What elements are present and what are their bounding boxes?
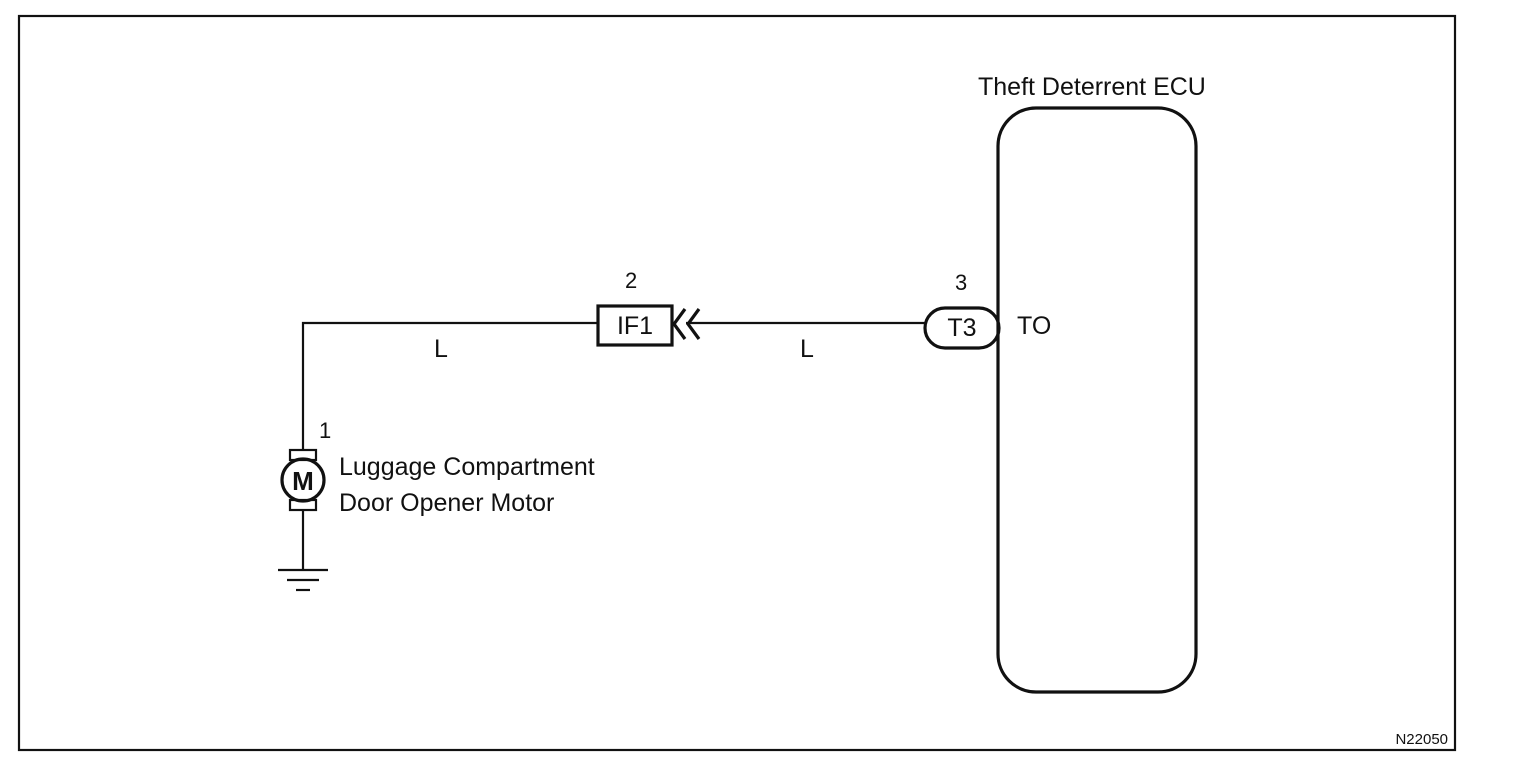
junction-connector — [596, 304, 674, 347]
ecu-connector — [923, 306, 1001, 350]
ground-icon — [278, 568, 328, 592]
ecu-connector-label: T3 — [947, 314, 976, 342]
motor-label-line1: Luggage Compartment — [339, 453, 595, 481]
wire-junction-to-motor — [301, 321, 598, 450]
diagram-frame — [17, 14, 1457, 752]
figure-code: N22050 — [1395, 731, 1448, 748]
junction-chevron-left — [686, 308, 701, 340]
motor-symbol: M — [280, 448, 326, 512]
wire-color-left: L — [434, 335, 448, 363]
ecu-terminal-label: TO — [1017, 312, 1051, 340]
ecu-title: Theft Deterrent ECU — [978, 73, 1206, 101]
motor-label-line2: Door Opener Motor — [339, 489, 554, 517]
ecu-box — [996, 106, 1198, 694]
ecu-pin-number: 3 — [955, 270, 967, 295]
motor-symbol-letter: M — [292, 466, 314, 496]
junction-connector-label: IF1 — [617, 312, 653, 340]
junction-pin-number: 2 — [625, 268, 637, 293]
junction-chevron-right — [672, 308, 687, 340]
motor-pin-number: 1 — [319, 418, 331, 443]
wire-color-right: L — [800, 335, 814, 363]
